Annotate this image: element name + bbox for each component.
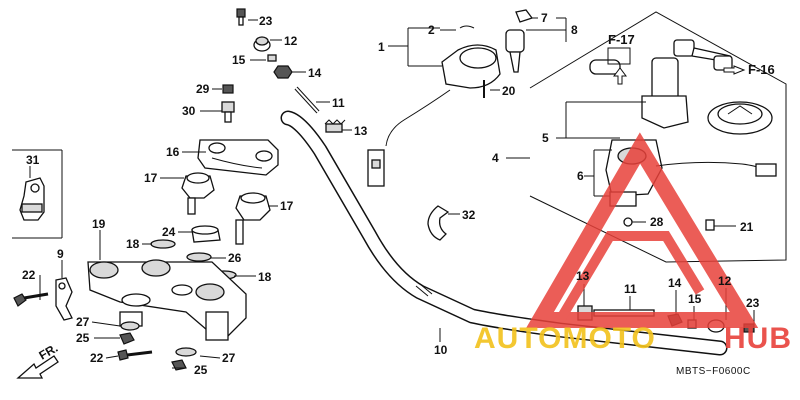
callout-21: 21 — [740, 220, 754, 234]
callout-18-right: 18 — [258, 270, 272, 284]
callout-8: 8 — [571, 23, 578, 37]
ref-arrow-f17 — [613, 67, 627, 85]
callout-14-bottom: 14 — [668, 276, 682, 290]
callout-4: 4 — [492, 151, 499, 165]
ref-arrow-f16 — [723, 65, 746, 75]
part-19-top-bridge — [87, 259, 247, 341]
callout-22-bottom: 22 — [90, 351, 104, 365]
callout-25-left: 25 — [76, 331, 90, 345]
part-32-clamp — [427, 205, 450, 241]
callout-6: 6 — [577, 169, 584, 183]
callout-28: 28 — [650, 215, 664, 229]
stem-bolt-group — [236, 8, 346, 133]
callout-12-bottom: 12 — [718, 274, 732, 288]
callout-30: 30 — [182, 104, 196, 118]
callout-13-bottom: 13 — [576, 269, 590, 283]
watermark-text-automoto: AUTOMOTO — [474, 322, 656, 355]
callout-15-top: 15 — [232, 53, 246, 67]
watermark-triangle — [526, 132, 759, 328]
ref-label-f16: F-16 — [748, 62, 775, 77]
front-arrow — [16, 355, 59, 379]
callout-14-top: 14 — [308, 66, 322, 80]
parts-7-8-keys — [505, 9, 534, 73]
washers-25-27 — [119, 321, 197, 371]
callout-22-left: 22 — [22, 268, 36, 282]
callout-20: 20 — [502, 84, 516, 98]
callout-1: 1 — [378, 40, 385, 54]
callout-17-right: 17 — [280, 199, 294, 213]
callout-19: 19 — [92, 217, 106, 231]
callout-27-left: 27 — [76, 315, 90, 329]
callout-9: 9 — [57, 247, 64, 261]
callout-11-top: 11 — [332, 96, 345, 110]
callout-12-top: 12 — [284, 34, 298, 48]
watermark-text-hub: HUB — [724, 322, 792, 355]
callout-13-top: 13 — [354, 124, 368, 138]
callout-5: 5 — [542, 131, 549, 145]
callout-labels: 23 12 15 14 11 13 29 30 16 17 17 31 24 1… — [22, 11, 760, 377]
callout-18-left: 18 — [126, 237, 140, 251]
callout-15-bottom: 15 — [688, 292, 702, 306]
diagram-code: MBTS−F0600C — [676, 366, 751, 377]
bolt-29-30 — [221, 84, 235, 123]
part-16-holder — [197, 139, 279, 176]
callout-24: 24 — [162, 225, 176, 239]
callout-31: 31 — [26, 153, 40, 167]
callout-2: 2 — [428, 23, 435, 37]
watermark-logo — [526, 132, 759, 328]
callout-27-right: 27 — [222, 351, 236, 365]
part-9-bracket — [55, 277, 73, 321]
part-31-frame — [12, 149, 63, 239]
callout-16: 16 — [166, 145, 180, 159]
callout-32: 32 — [462, 208, 476, 222]
callout-7: 7 — [541, 11, 548, 25]
callout-23-top: 23 — [259, 14, 273, 28]
callout-25-bottom: 25 — [194, 363, 208, 377]
part-17-holders — [181, 172, 271, 245]
callout-23-bottom: 23 — [746, 296, 760, 310]
callout-10: 10 — [434, 343, 448, 357]
bolt-22 — [13, 292, 153, 361]
callout-29: 29 — [196, 82, 210, 96]
callout-26: 26 — [228, 251, 242, 265]
callout-17-left: 17 — [144, 171, 158, 185]
ref-label-f17: F-17 — [608, 32, 635, 47]
callout-11-bottom: 11 — [624, 282, 637, 296]
part-1-switch-cover — [367, 25, 501, 187]
part-10-handlebar — [280, 110, 728, 356]
